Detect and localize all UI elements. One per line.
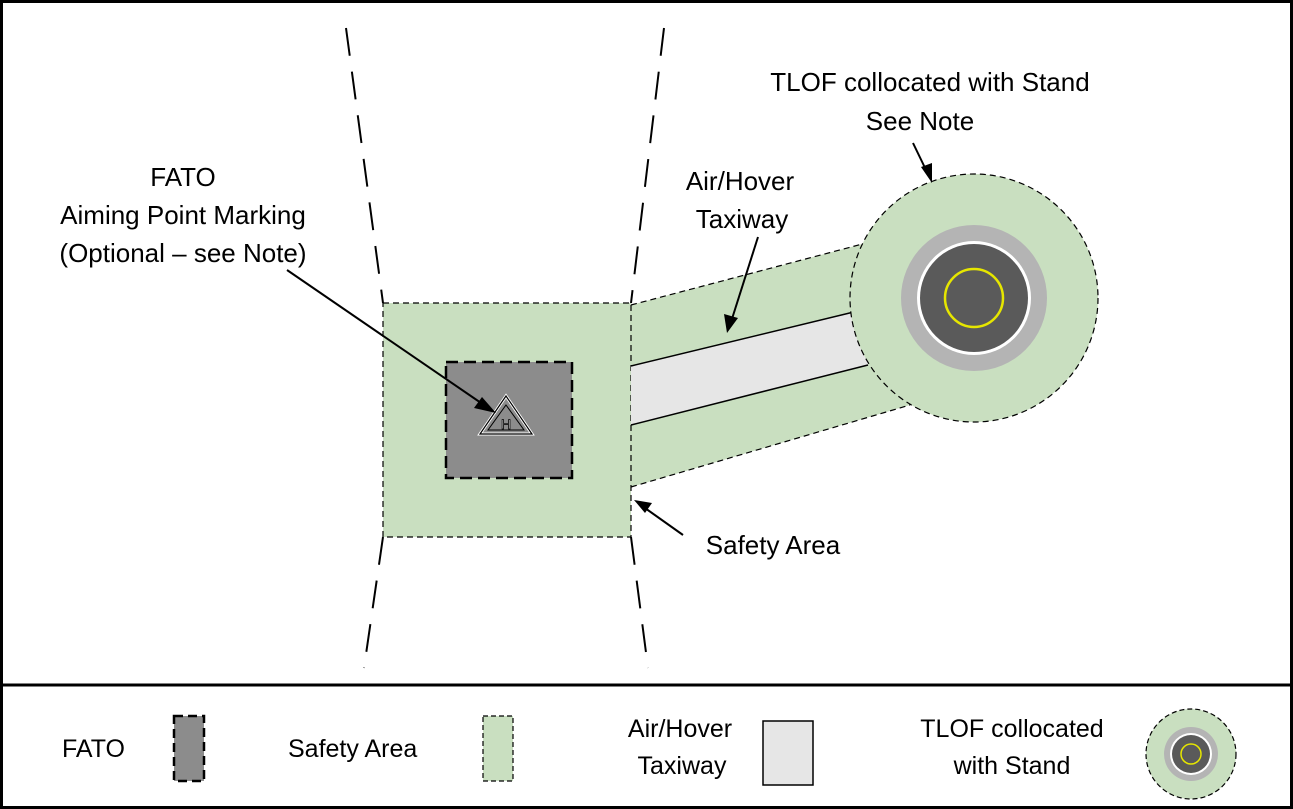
approach-boundary-left-upper — [345, 27, 384, 304]
taxiway-label-line2: Taxiway — [696, 204, 788, 234]
taxiway-label-line1: Air/Hover — [686, 166, 795, 196]
fato-label-line2: Aiming Point Marking — [60, 200, 306, 230]
taxiway-edge-bottom — [630, 364, 869, 426]
safety-area-leader-arrowhead — [634, 500, 652, 513]
legend: FATO Safety Area Air/Hover Taxiway TLOF … — [62, 708, 1237, 800]
fato-leader-arrowhead — [474, 397, 496, 413]
fato-leader — [286, 269, 496, 413]
legend-fato-swatch — [172, 714, 206, 783]
tlof-aiming-circle — [943, 267, 1005, 329]
aiming-point-marking: H — [477, 393, 535, 436]
legend-fato-label: FATO — [62, 735, 125, 763]
taxiway-safety-edge-top — [630, 241, 871, 306]
tlof-surface — [920, 244, 1028, 352]
tlof-label-line1: TLOF collocated with Stand — [770, 67, 1089, 97]
approach-boundary-left-lower — [363, 536, 384, 669]
legend-taxiway-label-line1: Air/Hover — [628, 715, 732, 743]
air-hover-taxiway — [631, 310, 868, 425]
legend-safety-area-label: Safety Area — [288, 735, 417, 763]
legend-safety-area-swatch — [482, 715, 514, 782]
heliport-h-letter: H — [501, 416, 511, 432]
legend-tlof-aiming-circle — [1180, 743, 1202, 765]
approach-boundary-right-upper — [630, 27, 665, 304]
approach-boundary-right-lower — [630, 536, 649, 669]
taxiway-leader — [724, 236, 759, 333]
fato-label-line3: (Optional – see Note) — [59, 238, 306, 268]
aiming-triangle-inner — [487, 404, 525, 431]
safety-area-leader-line — [644, 507, 684, 536]
legend-tlof-label-line1: TLOF collocated — [920, 715, 1103, 743]
legend-tlof-swatch — [1145, 708, 1237, 800]
fato-leader-line — [286, 269, 485, 406]
taxiway-safety-edge-bottom — [630, 404, 911, 488]
legend-tlof-label-line2: with Stand — [953, 752, 1071, 780]
safety-area-label: Safety Area — [706, 530, 841, 560]
fato — [444, 360, 574, 480]
taxiway-edge-top — [630, 309, 863, 367]
tlof-leader-arrowhead — [921, 163, 932, 183]
taxiway-leader-arrowhead — [724, 314, 738, 333]
tlof-label-line2: See Note — [866, 106, 974, 136]
safety-area-leader — [634, 500, 684, 536]
legend-taxiway-label-line2: Taxiway — [638, 752, 727, 780]
aiming-triangle-outer — [478, 394, 534, 435]
fato-label-line1: FATO — [150, 162, 216, 192]
tlof-leader — [912, 142, 932, 183]
legend-tlof-surface — [1172, 735, 1210, 773]
legend-taxiway-swatch — [762, 720, 814, 786]
taxiway-leader-line — [730, 236, 759, 323]
